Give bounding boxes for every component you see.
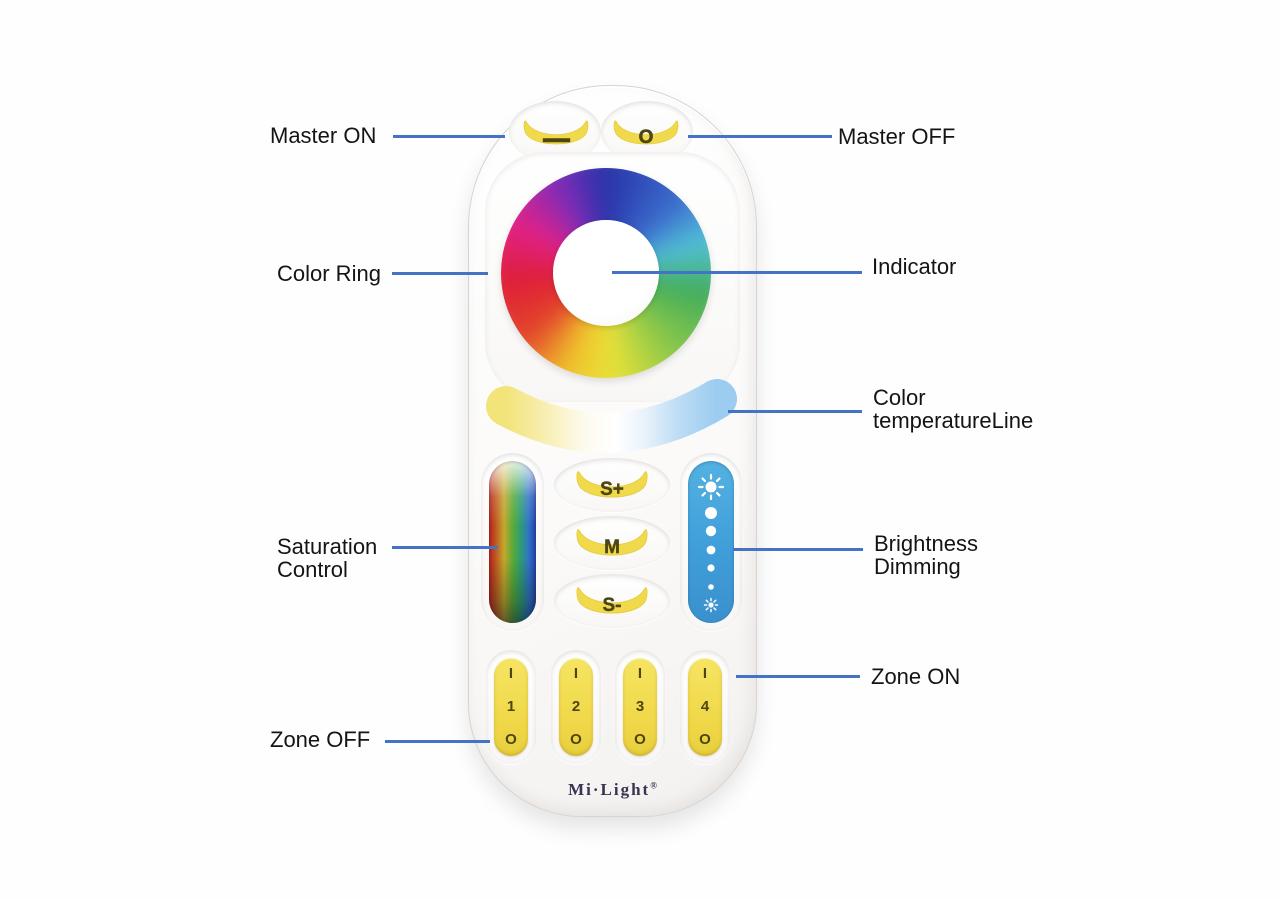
crescent-shape	[613, 120, 679, 145]
master-off-callout-line	[688, 135, 832, 138]
zone-number: 1	[506, 698, 516, 715]
zone-number: 3	[635, 698, 645, 715]
indicator-callout-line	[612, 271, 862, 274]
zone-off-glyph: O	[634, 731, 646, 748]
zone-on-glyph: I	[637, 665, 643, 682]
sun-and-dots-icons	[697, 473, 725, 613]
master-off-button[interactable]: O	[613, 113, 679, 153]
color-temperature-touchline[interactable]	[469, 86, 756, 816]
circle-outline-icon: O	[638, 127, 654, 149]
label-saturation-control: Saturation Control	[277, 534, 378, 582]
zone-off-glyph: O	[570, 731, 582, 748]
color-ring-callout-line	[392, 272, 488, 275]
zone-1-button[interactable]: I 1 O	[494, 658, 528, 756]
saturation-control-strip[interactable]	[489, 461, 536, 623]
zone-number: 4	[700, 698, 710, 715]
zone-on-callout-line	[736, 675, 860, 678]
label-color-ring: Color Ring	[277, 261, 381, 286]
remote-body: — O	[468, 85, 757, 817]
label-zone-off: Zone OFF	[270, 727, 371, 752]
crescent-shape	[523, 120, 589, 145]
crescent-shape	[576, 587, 648, 614]
mode-button[interactable]: M	[566, 522, 658, 564]
label-indicator: Indicator	[872, 254, 957, 279]
zone-off-glyph: O	[505, 731, 517, 748]
mode-label: M	[604, 537, 620, 559]
zone-off-callout-line	[385, 740, 490, 743]
mode-recess	[554, 516, 670, 570]
zone-on-glyph: I	[573, 665, 579, 682]
label-master-off: Master OFF	[838, 124, 956, 149]
s-minus-label: S-	[602, 595, 622, 617]
master-on-callout-line	[393, 135, 505, 138]
label-color-temperature-line: Color temperatureLine	[873, 385, 1034, 433]
s-minus-recess	[554, 574, 670, 628]
crescent-shape	[576, 471, 648, 498]
minus-icon: —	[543, 122, 570, 153]
label-zone-on: Zone ON	[871, 664, 961, 689]
registered-mark: ®	[650, 780, 657, 791]
zone-3-button[interactable]: I 3 O	[623, 658, 657, 756]
zone-number: 2	[571, 698, 581, 715]
brightness-callout-line	[733, 548, 863, 551]
saturation-callout-line	[392, 546, 498, 549]
zone-2-button[interactable]: I 2 O	[559, 658, 593, 756]
brightness-dimming-strip[interactable]	[688, 461, 734, 623]
zone-off-glyph: O	[699, 731, 711, 748]
zone-on-glyph: I	[702, 665, 708, 682]
saturation-minus-button[interactable]: S-	[566, 580, 658, 622]
zone-on-glyph: I	[508, 665, 514, 682]
brand-text: Mi·Light	[568, 780, 651, 799]
s-plus-label: S+	[600, 479, 624, 501]
s-plus-recess	[554, 458, 670, 512]
saturation-plus-button[interactable]: S+	[566, 464, 658, 506]
brand-logo: Mi·Light®	[469, 780, 756, 800]
label-brightness-dimming: Brightness Dimming	[874, 531, 978, 579]
crescent-shape	[576, 529, 648, 556]
color-temperature-callout-line	[728, 410, 862, 413]
master-on-button[interactable]: —	[523, 113, 589, 153]
zone-4-button[interactable]: I 4 O	[688, 658, 722, 756]
label-master-on: Master ON	[270, 123, 377, 148]
